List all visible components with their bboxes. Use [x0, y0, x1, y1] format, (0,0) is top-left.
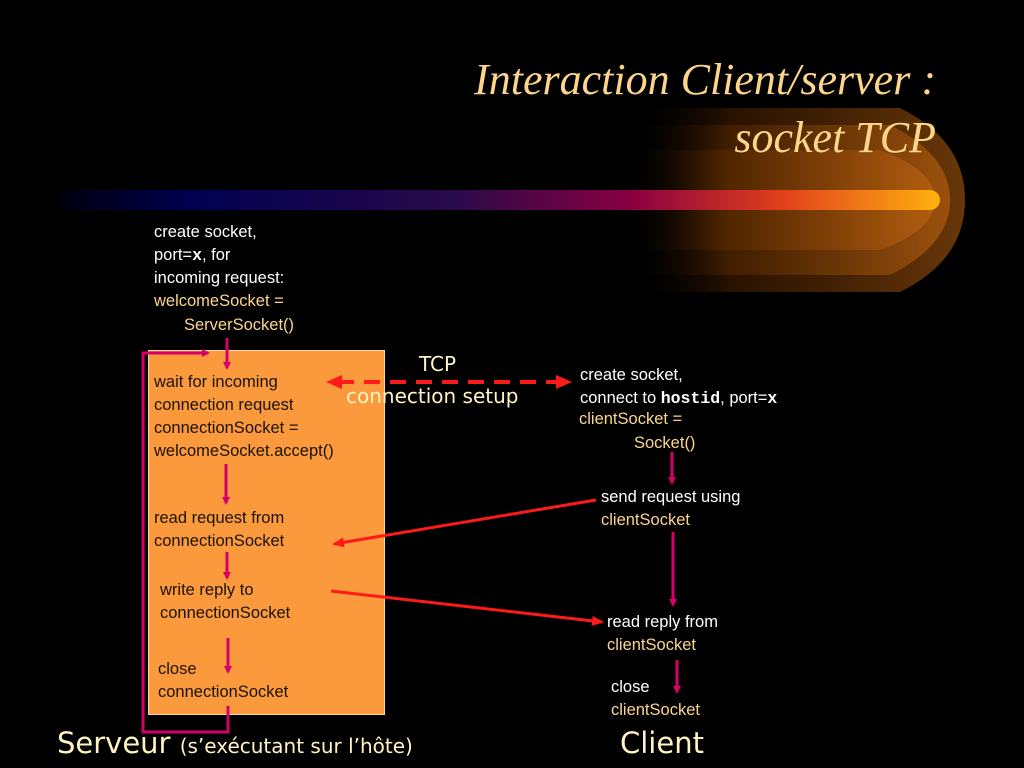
connection-setup-label: connection setup [346, 384, 519, 408]
reply-message-arrow [330, 589, 604, 626]
port-mid: , port= [720, 389, 768, 407]
socket-constructor-code: Socket() [634, 434, 696, 452]
send-line1: send request using [601, 488, 741, 506]
client-step-close: close clientSocket [611, 676, 700, 722]
client-step-send: send request using clientSocket [601, 486, 740, 532]
write-line1: write reply to [160, 581, 254, 599]
welcome-socket-code: welcomeSocket = [154, 292, 284, 310]
tcp-label: TCP [419, 352, 457, 376]
server-process-box [148, 350, 385, 715]
client-close-line2: clientSocket [611, 701, 700, 719]
wait-line1: wait for incoming [154, 373, 278, 391]
server-socket-code: ServerSocket() [184, 316, 295, 334]
server-sublabel: (s’exécutant sur l’hôte) [179, 734, 413, 758]
tcp-arrowhead-left [326, 375, 342, 389]
client-create-line2: connect to hostid, port=x [580, 387, 777, 410]
wait-line3: connectionSocket = [154, 419, 299, 437]
client-socket-code: clientSocket = [579, 410, 683, 428]
write-line2: connectionSocket [160, 604, 291, 622]
server-setup-line2: port=x, for [154, 244, 284, 267]
close-line1: close [158, 660, 197, 678]
server-step-close: close connectionSocket [158, 658, 288, 704]
server-step-read: read request from connectionSocket [154, 507, 284, 553]
port-suffix: , for [201, 246, 231, 264]
server-step-wait: wait for incoming connection request con… [154, 371, 334, 463]
hostid-var: hostid [660, 389, 721, 408]
port-prefix: port= [154, 246, 193, 264]
client-read-line1: read reply from [607, 613, 718, 631]
server-step-write: write reply to connectionSocket [160, 579, 290, 625]
client-read-line2: clientSocket [607, 636, 696, 654]
port-var: x [192, 246, 202, 265]
send-line2: clientSocket [601, 511, 690, 529]
client-port-var: x [767, 389, 778, 408]
server-create-socket-text: create socket, port=x, for incoming requ… [154, 221, 284, 290]
wait-line2: connection request [154, 396, 294, 414]
client-label: Client [620, 726, 704, 760]
client-step-read: read reply from clientSocket [607, 611, 718, 657]
server-setup-line3: incoming request: [154, 269, 285, 287]
slide-title-line1: Interaction Client/server : [474, 55, 936, 104]
tcp-arrowhead-right [556, 375, 572, 389]
wait-line4: welcomeSocket.accept() [154, 442, 334, 460]
slide-title-line2: socket TCP [734, 113, 936, 162]
client-close-line1: close [611, 678, 650, 696]
client-create-socket-text: create socket, connect to hostid, port=x [580, 364, 777, 410]
request-message-arrow [332, 498, 597, 548]
connect-prefix: connect to [580, 389, 661, 407]
client-create-line1: create socket, [580, 366, 683, 384]
read-line1: read request from [154, 509, 285, 527]
server-setup-line1: create socket, [154, 223, 257, 241]
loop-back-arrow [141, 349, 230, 734]
close-line2: connectionSocket [158, 683, 289, 701]
read-line2: connectionSocket [154, 532, 285, 550]
